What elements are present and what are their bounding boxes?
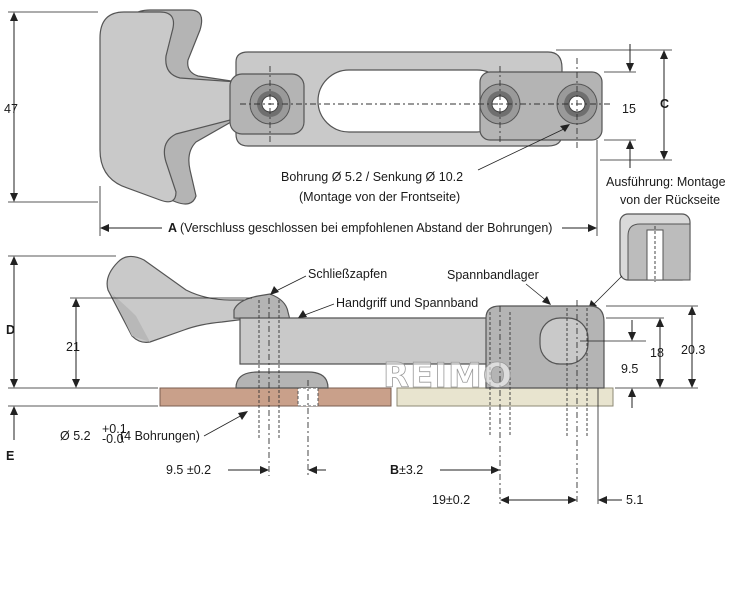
lever-arm: [106, 255, 255, 343]
dim-C: C: [660, 97, 669, 111]
t-handle: [99, 11, 239, 203]
detail-inset: [588, 213, 691, 310]
bohrungen-label: Ø 5.2: [60, 429, 91, 443]
bohrungen-tol-up: +0.1: [102, 422, 127, 436]
side-dimensions: D E 21 20.3 18 9.5 9: [6, 255, 705, 507]
dim-9-5-vertical: 9.5: [621, 362, 638, 376]
dim-20-3: 20.3: [681, 343, 705, 357]
dim-15: 15: [622, 102, 636, 116]
base-left: [159, 387, 392, 407]
dim-19: 19±0.2: [432, 493, 470, 507]
spannbandlager-label: Spannbandlager: [447, 268, 539, 282]
lever-shade: [112, 294, 150, 342]
watermark: REIMO: [383, 356, 513, 396]
dim-E: E: [6, 449, 14, 463]
dim-B-tol: ±3.2: [399, 463, 423, 477]
dim-18: 18: [650, 346, 664, 360]
dim-21: 21: [66, 340, 80, 354]
schliesszapfen-label: Schließzapfen: [308, 267, 387, 281]
catch-pin-top: [233, 293, 291, 321]
bohrung-label: Bohrung Ø 5.2 / Senkung Ø 10.2: [281, 170, 463, 184]
handgriff-label: Handgriff und Spannband: [336, 296, 478, 310]
dim-D: D: [6, 323, 15, 337]
top-view: 47 C 15 Bohrung Ø 5.2 / Senkung Ø 10.2 (…: [4, 9, 672, 236]
dim-5-1: 5.1: [626, 493, 643, 507]
dim-A: A: [168, 221, 177, 235]
dim-A-note: (Verschluss geschlossen bei empfohlenen …: [180, 221, 552, 235]
dim-B: B: [390, 463, 399, 477]
callouts: Schließzapfen Handgriff und Spannband Sp…: [60, 267, 551, 446]
rueckseite-label-1: Ausführung: Montage: [606, 175, 726, 189]
side-view: [106, 255, 646, 504]
bohrungen-count: (4 Bohrungen): [120, 429, 200, 443]
bohrungen-tol-down: -0.0: [102, 432, 124, 446]
dim-9-5: 9.5 ±0.2: [166, 463, 211, 477]
montage-front-label: (Montage von der Frontseite): [299, 190, 460, 204]
rueckseite-label-2: von der Rückseite: [620, 193, 720, 207]
catch-pin-base: [235, 371, 329, 389]
dim-47: 47: [4, 102, 18, 116]
